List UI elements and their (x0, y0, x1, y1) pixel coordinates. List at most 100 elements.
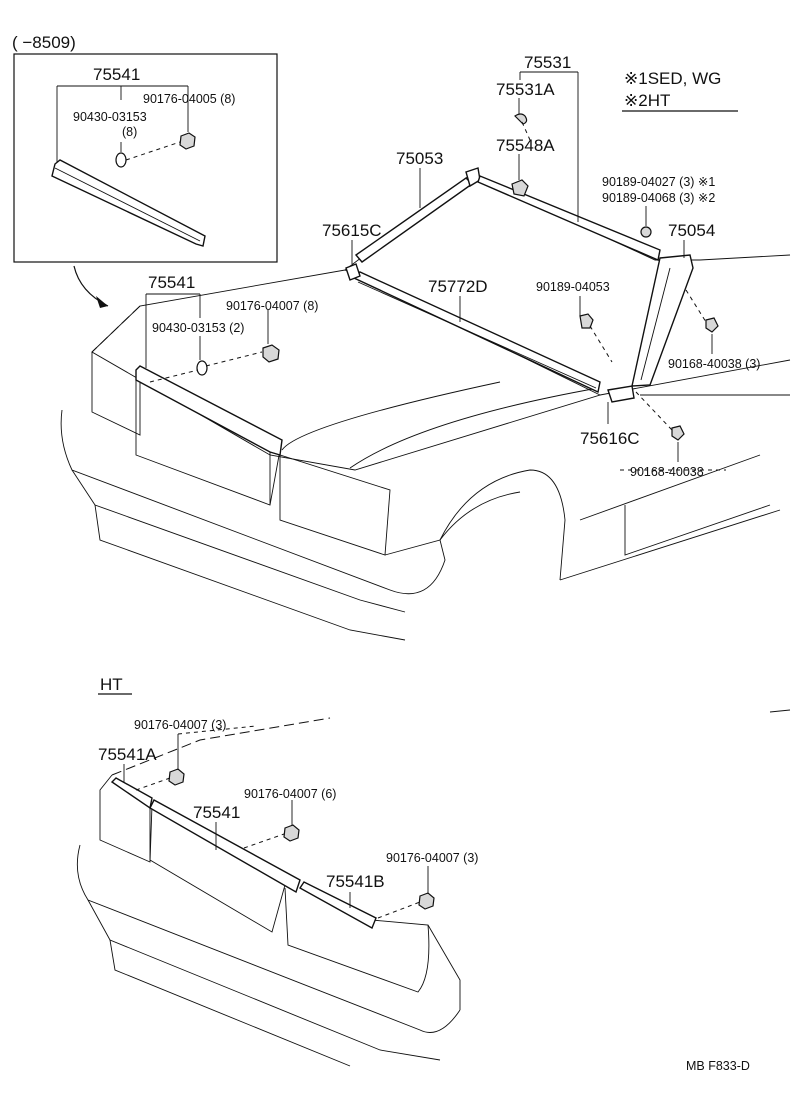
dash-clip-nut (205, 351, 263, 367)
inset-pointer-arrow (73, 265, 109, 307)
part-75548A-icon (511, 179, 529, 197)
roof-edge (699, 254, 791, 261)
hood-outline (91, 269, 602, 471)
inset-nut-icon (179, 132, 196, 150)
inset-part-75541: 75541 (93, 65, 140, 84)
clip-75615C (345, 263, 361, 281)
dash-04053 (589, 325, 613, 363)
hood-crease-2 (349, 387, 599, 469)
label-90168-40038: 90168-40038 (630, 465, 704, 479)
door-line (624, 504, 771, 556)
nut-90176-04007-main-icon (262, 344, 280, 363)
ht-label-nut-6: 90176-04007 (6) (244, 787, 336, 801)
ht-dash-3a (135, 777, 171, 791)
legend-line-1: ※1SED, WG (624, 69, 721, 88)
inset-molding-strip (51, 159, 206, 247)
molding-75772D-line (357, 281, 597, 389)
hood-crease (281, 381, 501, 451)
dash-screw-a (685, 289, 707, 323)
inset-frame (13, 53, 278, 263)
main-parts (135, 113, 719, 456)
hood-front-edge (91, 305, 141, 353)
label-90176-04007-8: 90176-04007 (8) (226, 299, 318, 313)
label-75054: 75054 (668, 221, 715, 240)
front-bumper-lower (71, 469, 406, 613)
inset-clip-qty: (8) (122, 125, 137, 139)
part-75531A-icon (514, 113, 528, 125)
legend: ※1SED, WG ※2HT (622, 69, 738, 112)
molding-75054-inner (640, 267, 671, 381)
ht-section: HT 90176-04007 (3) 75541A (76, 675, 791, 1067)
label-75053: 75053 (396, 149, 443, 168)
ht-molding-75541 (149, 799, 301, 894)
label-75531A: 75531A (496, 80, 555, 99)
ht-nut-6-icon (283, 824, 300, 842)
screw-90168-40038-a-icon (705, 317, 719, 333)
inset-molding-line (54, 167, 201, 242)
body-side-line (579, 454, 761, 521)
front-bumper-bottom (94, 504, 406, 641)
label-75615C: 75615C (322, 221, 382, 240)
molding-75053 (354, 177, 474, 263)
clip-75616C (607, 385, 635, 403)
ht-bumper-lower (87, 899, 441, 1061)
main-car-body (60, 174, 791, 641)
label-75531: 75531 (524, 53, 571, 72)
label-75616C: 75616C (580, 429, 640, 448)
rocker-line (559, 509, 781, 581)
wheel-arch-inner (439, 491, 521, 541)
ht-molding-75541A (110, 777, 153, 810)
ht-label-75541B: 75541B (326, 872, 385, 891)
ht-bumper-top (76, 844, 461, 1033)
ht-label-nut-3a: 90176-04007 (3) (134, 718, 226, 732)
ht-label-75541A: 75541A (98, 745, 157, 764)
label-75772D: 75772D (428, 277, 488, 296)
clip-90189-04053-icon (579, 313, 594, 329)
ht-grille (149, 808, 286, 933)
clip-90189-04027-icon (640, 226, 652, 238)
wheel-arch (384, 469, 566, 581)
molding-75541-main (135, 365, 283, 456)
inset-range-label: ( −8509) (12, 33, 76, 52)
screw-90168-40038-b-icon (671, 425, 685, 441)
label-75548A: 75548A (496, 136, 555, 155)
main-labels: 75531 75531A 75053 75548A 90189-04027 (3… (148, 53, 760, 479)
inset-clip-icon (115, 152, 127, 168)
ht-fender-edge (427, 924, 461, 1010)
main-leaders (145, 71, 726, 471)
inset-clip-label: 90430-03153 (73, 110, 147, 124)
inset-panel: ( −8509) 75541 90176-04005 (8) 90430-031… (12, 33, 278, 263)
ht-headlight-left (99, 774, 153, 863)
ht-label-75541: 75541 (193, 803, 240, 822)
dash-molding-clip (149, 369, 199, 383)
molding-75054 (631, 254, 694, 387)
label-90189-04053: 90189-04053 (536, 280, 610, 294)
ht-heading: HT (100, 675, 123, 694)
label-90189-04027: 90189-04027 (3) ※1 (602, 175, 715, 189)
front-bumper-top (60, 409, 446, 595)
ht-side-mark (769, 709, 791, 713)
ht-nut-3b-icon (418, 892, 435, 910)
inset-nut-label: 90176-04005 (8) (143, 92, 235, 106)
front-headlight-left (91, 352, 141, 436)
ht-hood-edge (111, 717, 331, 776)
dash-75531A (521, 121, 531, 141)
legend-line-2: ※2HT (624, 91, 670, 110)
diagram-code: MB F833-D (686, 1059, 750, 1073)
clip-90430-03153-main-icon (196, 360, 208, 376)
label-90430-03153-2: 90430-03153 (2) (152, 321, 244, 335)
label-90189-04068: 90189-04068 (3) ※2 (602, 191, 715, 205)
molding-75531 (477, 175, 661, 261)
ht-molding-75541B (298, 881, 377, 929)
ht-headlight-right (284, 887, 430, 993)
dash-screw-b (635, 391, 673, 431)
label-90168-40038-3: 90168-40038 (3) (668, 357, 760, 371)
arrow-head-icon (96, 296, 108, 308)
ht-label-nut-3b: 90176-04007 (3) (386, 851, 478, 865)
inset-fastener-dashline (125, 141, 181, 161)
ht-leader-3a-dash (177, 725, 257, 735)
grille-panel (135, 370, 281, 506)
ht-dash-6 (243, 833, 285, 849)
